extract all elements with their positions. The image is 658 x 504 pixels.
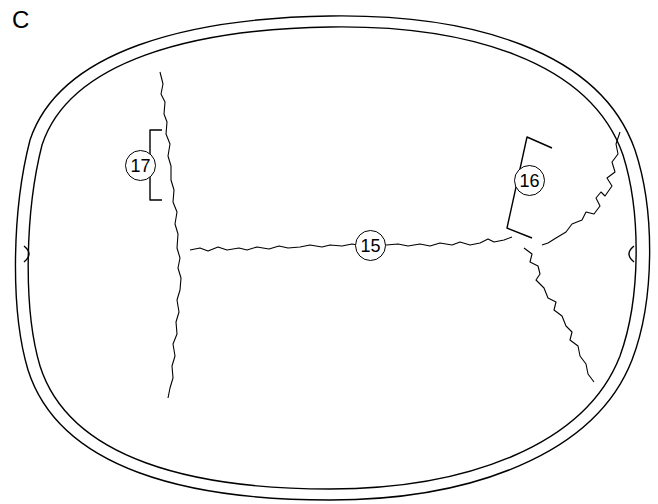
- callout-circle: 16: [514, 165, 545, 196]
- callout-circle: 15: [355, 230, 386, 261]
- callout-circle: 17: [125, 150, 156, 181]
- callout-number: 16: [519, 172, 539, 190]
- callout-number: 15: [360, 237, 380, 255]
- sagittal-suture: [190, 237, 512, 251]
- skull-inner-outline: [28, 27, 636, 489]
- bracket: [507, 137, 552, 238]
- lateral-notch: [24, 246, 634, 262]
- coronal-suture: [160, 72, 181, 398]
- panel-letter: C: [12, 6, 29, 34]
- skull-outer-outline: [15, 16, 649, 500]
- callout-number: 17: [130, 157, 150, 175]
